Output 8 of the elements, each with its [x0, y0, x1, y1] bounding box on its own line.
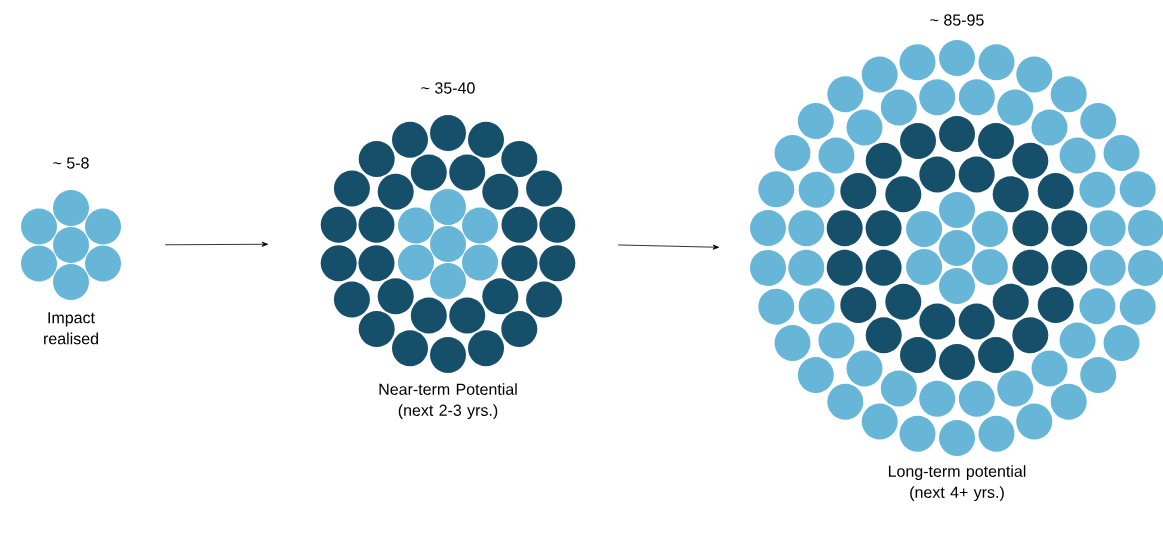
cluster-caption: Long-term potential (next 4+ yrs.) [888, 465, 1026, 502]
cluster-caption: Near-term Potential (next 2-3 yrs.) [379, 383, 517, 420]
arrow [617, 244, 720, 250]
cluster-caption: Impact realised [44, 312, 98, 345]
arrow [164, 241, 269, 247]
value-label: ~ 85-95 [930, 14, 984, 26]
value-label: ~ 35-40 [421, 82, 475, 94]
value-label: ~ 5-8 [53, 157, 89, 169]
